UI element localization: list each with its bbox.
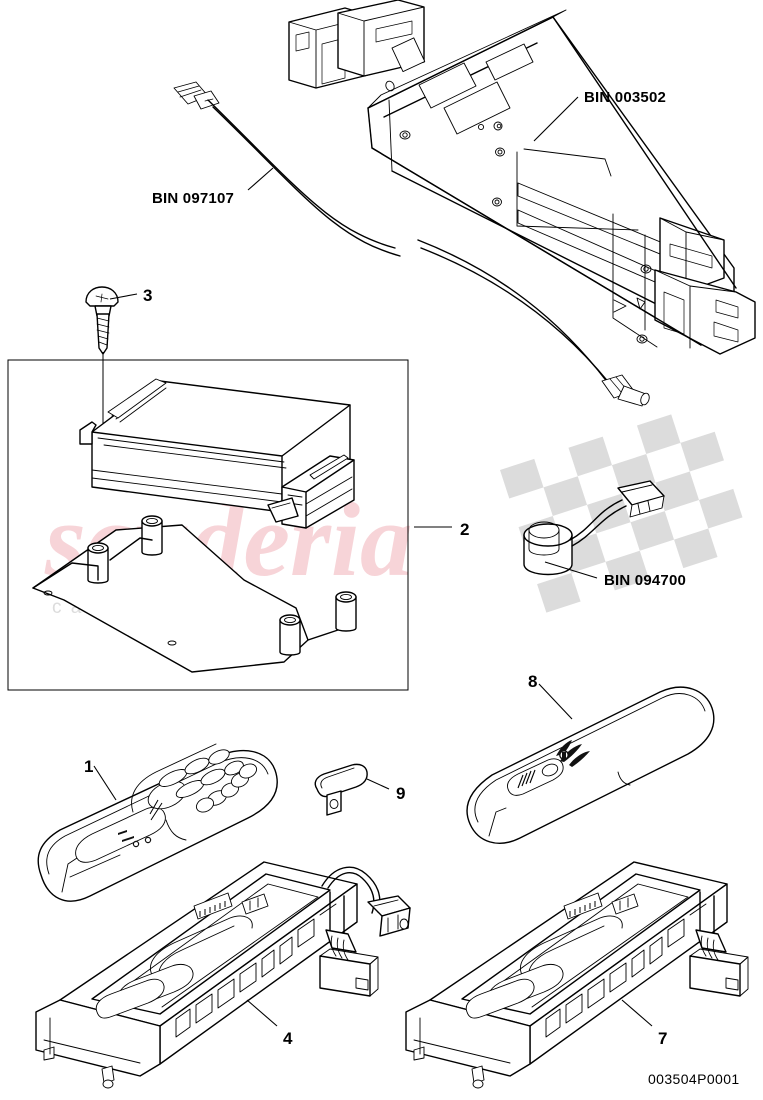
bin-label-097107: BIN 097107	[152, 190, 235, 207]
group-box-item-2	[7, 359, 409, 691]
leader-item-3	[109, 293, 138, 300]
antenna-rail-assembly	[288, 0, 756, 355]
item-number-8: 8	[528, 672, 538, 691]
antenna-coaxial-cable	[173, 81, 650, 407]
control-module-assembly	[32, 378, 357, 673]
retaining-clip	[314, 763, 368, 816]
item-number-1: 1	[84, 757, 94, 776]
leader-item-8	[538, 683, 573, 720]
leader-item-9	[366, 778, 390, 790]
leader-bin-003502	[533, 96, 579, 142]
bracket-post-2	[141, 515, 163, 556]
bin-label-094700: BIN 094700	[604, 572, 687, 589]
tapping-screw	[85, 286, 119, 355]
leader-item-1	[93, 765, 117, 801]
bracket-post-3	[279, 614, 301, 656]
leader-item-7	[621, 999, 653, 1027]
console-lid-cover	[466, 686, 715, 844]
speaker-grille	[517, 769, 536, 789]
item-number-7: 7	[658, 1029, 668, 1048]
mobile-phone-handset	[37, 743, 278, 902]
phone-cradle-console-right	[405, 861, 749, 1089]
item-number-9: 9	[396, 784, 406, 803]
flying-b-emblem	[556, 740, 590, 767]
leader-item-4	[246, 999, 278, 1027]
phone-cradle-console-left	[35, 861, 411, 1089]
leader-bin-094700	[544, 561, 598, 579]
item-number-4: 4	[283, 1029, 293, 1048]
item-number-2: 2	[460, 520, 470, 539]
handset-logo-marks	[118, 830, 152, 848]
drawing-code: 003504P0001	[648, 1071, 740, 1087]
microphone-assembly	[523, 480, 665, 576]
item-number-3: 3	[143, 286, 153, 305]
bin-label-003502: BIN 003502	[584, 89, 667, 106]
bracket-post-4	[335, 591, 357, 632]
leader-bin-097107	[247, 167, 274, 191]
